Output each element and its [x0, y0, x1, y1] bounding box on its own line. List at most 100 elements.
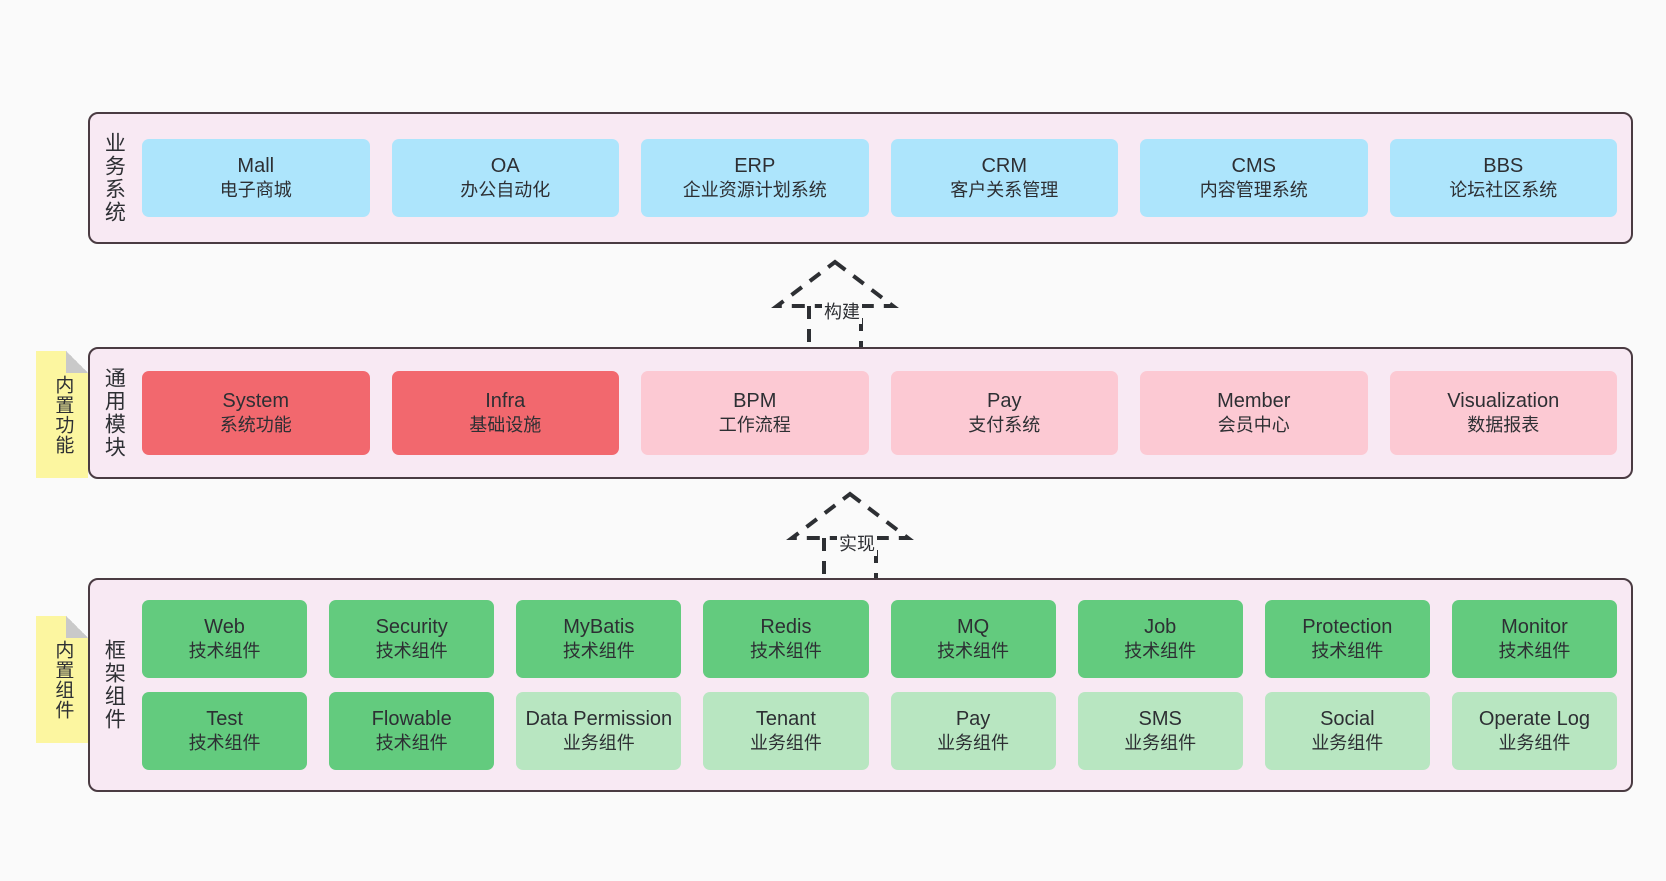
node-row: Web 技术组件 Security 技术组件 MyBatis 技术组件 Redi…: [142, 600, 1617, 678]
connector-label-build: 构建: [822, 298, 862, 324]
node-subtitle: 基础设施: [469, 415, 542, 436]
node-subtitle: 技术组件: [188, 641, 261, 662]
node-title: CRM: [981, 155, 1028, 178]
layer-label-framework: 框架组件: [102, 639, 126, 731]
node-title: Mall: [237, 155, 275, 178]
node-cms[interactable]: CMS 内容管理系统: [1140, 139, 1368, 217]
node-social[interactable]: Social 业务组件: [1264, 692, 1430, 770]
node-row: Mall 电子商城 OA 办公自动化 ERP 企业资源计划系统 CRM 客户关系…: [142, 139, 1617, 217]
node-data-permission[interactable]: Data Permission 业务组件: [516, 692, 682, 770]
node-system[interactable]: System 系统功能: [142, 371, 370, 455]
node-subtitle: 技术组件: [375, 641, 448, 662]
node-subtitle: 企业资源计划系统: [682, 180, 827, 201]
connector-implement: 实现: [775, 490, 925, 584]
node-web[interactable]: Web 技术组件: [142, 600, 308, 678]
node-subtitle: 支付系统: [968, 415, 1041, 436]
node-security[interactable]: Security 技术组件: [329, 600, 495, 678]
node-infra[interactable]: Infra 基础设施: [391, 371, 619, 455]
node-subtitle: 业务组件: [1124, 733, 1197, 754]
node-subtitle: 技术组件: [1311, 641, 1384, 662]
node-row: Test 技术组件 Flowable 技术组件 Data Permission …: [142, 692, 1617, 770]
node-title: Pay: [987, 390, 1022, 413]
node-subtitle: 技术组件: [562, 641, 635, 662]
node-flowable[interactable]: Flowable 技术组件: [329, 692, 495, 770]
node-subtitle: 技术组件: [937, 641, 1010, 662]
node-crm[interactable]: CRM 客户关系管理: [890, 139, 1118, 217]
node-subtitle: 客户关系管理: [950, 180, 1059, 201]
node-mall[interactable]: Mall 电子商城: [142, 139, 370, 217]
node-title: Redis: [760, 616, 812, 639]
layer-label-business: 业务系统: [102, 132, 126, 224]
node-job[interactable]: Job 技术组件: [1077, 600, 1243, 678]
node-subtitle: 技术组件: [749, 641, 822, 662]
node-title: Operate Log: [1478, 708, 1591, 731]
layer-body-modules: System 系统功能 Infra 基础设施 BPM 工作流程 Pay 支付系统…: [136, 349, 1631, 477]
node-title: ERP: [734, 155, 776, 178]
node-operate-log[interactable]: Operate Log 业务组件: [1451, 692, 1617, 770]
node-protection[interactable]: Protection 技术组件: [1264, 600, 1430, 678]
node-row: System 系统功能 Infra 基础设施 BPM 工作流程 Pay 支付系统…: [142, 371, 1617, 455]
node-title: Web: [204, 616, 245, 639]
node-subtitle: 技术组件: [375, 733, 448, 754]
node-title: Data Permission: [525, 708, 673, 731]
node-title: Visualization: [1447, 390, 1560, 413]
node-subtitle: 办公自动化: [460, 180, 551, 201]
node-subtitle: 系统功能: [219, 415, 292, 436]
layer-body-business: Mall 电子商城 OA 办公自动化 ERP 企业资源计划系统 CRM 客户关系…: [136, 114, 1631, 242]
sticky-note-builtin-components: 内置组件: [36, 616, 88, 743]
node-title: BBS: [1483, 155, 1524, 178]
node-title: Pay: [955, 708, 991, 731]
connector-build: 构建: [760, 258, 910, 352]
node-pay-component[interactable]: Pay 业务组件: [890, 692, 1056, 770]
node-subtitle: 业务组件: [1498, 733, 1571, 754]
node-test[interactable]: Test 技术组件: [142, 692, 308, 770]
node-subtitle: 技术组件: [188, 733, 261, 754]
layer-body-framework: Web 技术组件 Security 技术组件 MyBatis 技术组件 Redi…: [136, 580, 1631, 790]
node-title: Job: [1144, 616, 1177, 639]
node-subtitle: 业务组件: [1311, 733, 1384, 754]
node-title: Protection: [1302, 616, 1393, 639]
layer-common-modules: 通用模块 System 系统功能 Infra 基础设施 BPM 工作流程 Pay…: [88, 347, 1633, 479]
node-title: System: [222, 390, 290, 413]
node-title: SMS: [1138, 708, 1182, 731]
node-title: Tenant: [755, 708, 816, 731]
node-visualization[interactable]: Visualization 数据报表: [1389, 371, 1617, 455]
node-subtitle: 工作流程: [718, 415, 791, 436]
node-title: Monitor: [1501, 616, 1568, 639]
node-mybatis[interactable]: MyBatis 技术组件: [516, 600, 682, 678]
node-title: Social: [1320, 708, 1375, 731]
node-subtitle: 技术组件: [1124, 641, 1197, 662]
node-member[interactable]: Member 会员中心: [1140, 371, 1368, 455]
node-title: BPM: [733, 390, 777, 413]
layer-framework-components: 框架组件 Web 技术组件 Security 技术组件 MyBatis 技术组件…: [88, 578, 1633, 792]
node-title: MQ: [956, 616, 990, 639]
node-sms[interactable]: SMS 业务组件: [1077, 692, 1243, 770]
node-title: MyBatis: [563, 616, 635, 639]
node-title: OA: [490, 155, 520, 178]
node-title: Member: [1217, 390, 1291, 413]
node-subtitle: 电子商城: [219, 180, 292, 201]
node-title: Test: [206, 708, 243, 731]
node-title: Flowable: [371, 708, 452, 731]
node-oa[interactable]: OA 办公自动化: [391, 139, 619, 217]
node-mq[interactable]: MQ 技术组件: [890, 600, 1056, 678]
node-bpm[interactable]: BPM 工作流程: [641, 371, 869, 455]
node-subtitle: 会员中心: [1217, 415, 1290, 436]
connector-label-implement: 实现: [837, 530, 877, 556]
sticky-note-builtin-features: 内置功能: [36, 351, 88, 478]
node-title: CMS: [1231, 155, 1276, 178]
node-subtitle: 业务组件: [749, 733, 822, 754]
layer-label-modules: 通用模块: [102, 367, 126, 459]
node-bbs[interactable]: BBS 论坛社区系统: [1389, 139, 1617, 217]
node-subtitle: 业务组件: [562, 733, 635, 754]
node-tenant[interactable]: Tenant 业务组件: [703, 692, 869, 770]
node-title: Security: [375, 616, 448, 639]
node-subtitle: 内容管理系统: [1199, 180, 1308, 201]
node-subtitle: 技术组件: [1498, 641, 1571, 662]
node-subtitle: 论坛社区系统: [1449, 180, 1558, 201]
node-pay-module[interactable]: Pay 支付系统: [890, 371, 1118, 455]
node-redis[interactable]: Redis 技术组件: [703, 600, 869, 678]
node-erp[interactable]: ERP 企业资源计划系统: [641, 139, 869, 217]
node-monitor[interactable]: Monitor 技术组件: [1451, 600, 1617, 678]
